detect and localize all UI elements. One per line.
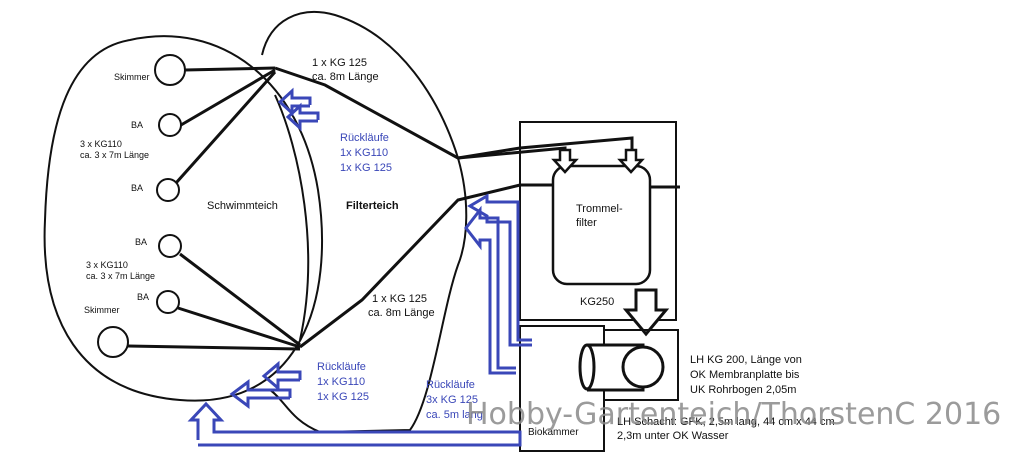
kg110-top-line1: 3 x KG110 <box>80 139 122 149</box>
main-pipes <box>274 66 680 349</box>
trommelfilter-label-line2: filter <box>576 217 597 229</box>
ba-4-label: BA <box>137 292 149 302</box>
skimmer-top-circle <box>154 54 186 86</box>
ba-4-circle <box>156 290 180 314</box>
kg125-mid-line1: 1 x KG 125 <box>372 293 427 305</box>
returns-bottom-line2: 1x KG110 <box>317 376 365 388</box>
filterteich-outline <box>261 10 468 434</box>
filterteich-label: Filterteich <box>346 200 399 212</box>
kg125-mid-line2: ca. 8m Länge <box>368 307 435 319</box>
skimmer-top-label: Skimmer <box>114 72 150 82</box>
suction-pipes-bottom <box>127 252 301 351</box>
kg250-label: KG250 <box>580 296 614 308</box>
returns-center-line1: Rückläufe <box>426 379 475 391</box>
returns-center-line2: 3x KG 125 <box>426 394 478 406</box>
ba-1-label: BA <box>131 120 143 130</box>
kg250-outlet-arrow <box>622 288 670 337</box>
skimmer-bottom-label: Skimmer <box>84 305 120 315</box>
filterteich-inner-divider <box>274 94 310 341</box>
lh-schacht-label: LH Schacht: GFK, 2,5m lang, 44 cm x 44 c… <box>617 416 835 428</box>
kg110-bottom-line1: 3 x KG110 <box>86 260 128 270</box>
suction-pipes-top <box>174 66 277 184</box>
lh-desc-line3: UK Rohrbogen 2,05m <box>690 384 796 396</box>
trommelfilter-label-line1: Trommel- <box>576 203 623 215</box>
returns-top-line1: Rückläufe <box>340 132 389 144</box>
returns-bottom-line3: 1x KG 125 <box>317 391 369 403</box>
lh-desc-line1: LH KG 200, Länge von <box>690 354 802 366</box>
ba-3-label: BA <box>135 237 147 247</box>
returns-top-line2: 1x KG110 <box>340 147 388 159</box>
filter-chamber-box <box>519 121 677 321</box>
kg110-top-line2: ca. 3 x 7m Länge <box>80 150 149 160</box>
ba-2-circle <box>156 178 180 202</box>
lh-desc-line2: OK Membranplatte bis <box>690 369 800 381</box>
inlet-arrows <box>551 148 645 174</box>
kg110-bottom-line2: ca. 3 x 7m Länge <box>86 271 155 281</box>
return-arrows <box>187 87 532 447</box>
returns-top-line3: 1x KG 125 <box>340 162 392 174</box>
skimmer-bottom-circle <box>97 326 129 358</box>
airlift-pipe <box>578 343 665 392</box>
schwimmteich-label: Schwimmteich <box>207 200 278 212</box>
ba-3-circle <box>158 234 182 258</box>
ba-2-label: BA <box>131 183 143 193</box>
biokammer-label: Biokammer <box>528 427 579 438</box>
kg125-top-line1: 1 x KG 125 <box>312 57 367 69</box>
watermark: Hobby-Gartenteich/ThorstenC 2016 <box>466 397 1001 432</box>
kg125-top-line2: ca. 8m Länge <box>312 71 379 83</box>
returns-bottom-line1: Rückläufe <box>317 361 366 373</box>
schwimmteich-outline <box>43 35 324 402</box>
ba-1-circle <box>158 113 182 137</box>
lh-wasser-label: 2,3m unter OK Wasser <box>617 430 729 442</box>
returns-center-line3: ca. 5m lang <box>426 409 483 421</box>
trommelfilter-box <box>551 164 652 286</box>
